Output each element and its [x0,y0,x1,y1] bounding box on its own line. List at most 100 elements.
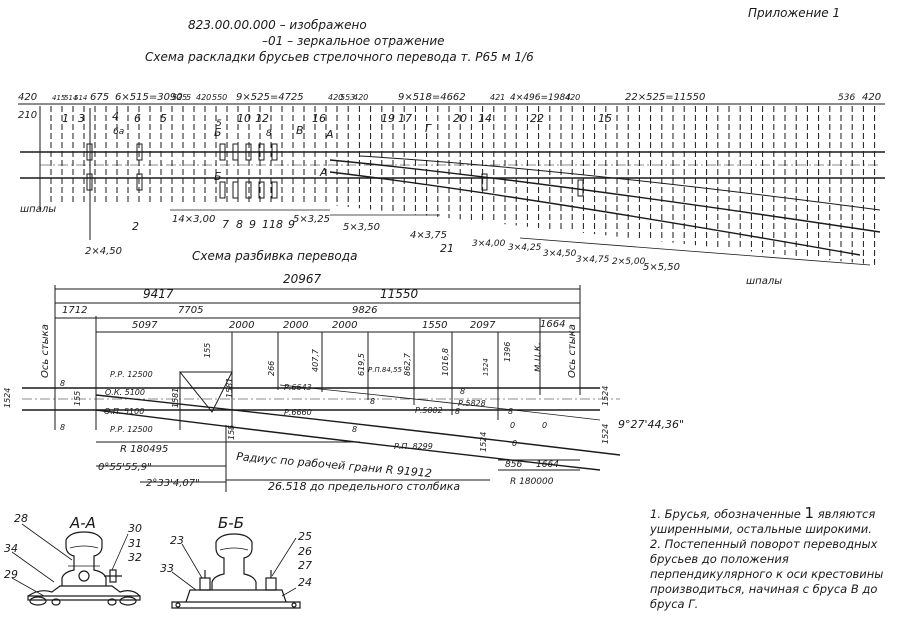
bottom-dimension-labels: шпалы 2×4,50 14×3,00 5×3,25 5×3,50 4×3,7… [20,204,782,287]
dim-top-16: 4×496=1984 [510,93,571,103]
dim-top-0: 420 [18,92,37,103]
note-1-end: являются уширенными, остальные широкими. [650,507,876,536]
dim-7705: 7705 [178,305,203,316]
note-1: 1. Брусья, обозначенные 1 являются ушире… [650,506,885,537]
dim-1550: 1550 [422,320,447,331]
appendix-label: Приложение 1 [748,6,841,20]
part-6a: 6а [113,127,124,137]
breakdown-scheme [22,285,621,492]
dim-top-20: 420 [862,92,881,103]
v-1581a: 1581 [171,388,180,408]
axis-left: Ось стыка [40,324,51,378]
small-8a: 8 [60,379,65,388]
part-12: 12 [255,112,269,125]
part-10: 10 [237,112,251,125]
dim-2000a: 2000 [229,320,254,331]
part-17: 17 [398,112,412,125]
section-aa-title: А-А [69,514,96,532]
r-rr12500a: Р.Р. 12500 [110,370,153,379]
mirror-note: –01 – зеркальное отражение [262,34,445,48]
part-7: 7 [222,218,229,231]
aa-label-28: 28 [14,512,28,525]
notes-block: 1. Брусья, обозначенные 1 являются ушире… [650,506,885,612]
switch-blocks [86,143,584,199]
part-2: 2 [132,220,139,233]
small-8b: 8 [60,423,65,432]
part-g: Г [425,122,432,135]
mck-label: м.ц.к. [532,342,543,372]
r-6643: Р.6643 [284,383,312,392]
bb-label-27: 27 [298,559,312,572]
dim-11550: 11550 [380,287,419,301]
dim-4x375: 4×3,75 [410,230,447,241]
dim-top-11: 420 [328,93,343,102]
part-1: 1 [62,112,69,125]
r-5828: Р.5828 [458,399,486,408]
dim-1664: 1664 [540,319,565,330]
aa-label-31: 31 [128,537,142,550]
bb-label-24: 24 [298,576,312,589]
v-10168: 1016,8 [441,348,450,376]
axis-right: Ось стыка [567,324,578,378]
v-1396: 1396 [503,342,512,362]
layout-plan [18,103,885,266]
dim-top-15: 421 [490,93,505,102]
note-2: 2. Постепенный поворот переводных брусье… [650,537,884,611]
aa-label-29: 29 [4,568,18,581]
angle-2: 2°33'4,07" [146,478,200,489]
r-180000: R 180000 [510,477,554,487]
dim-top-1: 415 [52,94,66,102]
dim-top-4: 675 [90,92,109,103]
radius-work: Радиус по рабочей грани R 91912 [236,450,433,480]
part-9b: 9 [288,218,295,231]
dim-5097: 5097 [132,320,158,331]
dim-top-10: 9×525=4725 [236,92,304,103]
v-155c: 155 [73,391,82,406]
label-b-bottom: Б [214,170,222,183]
v-155b: 155 [227,425,236,440]
note-1-mark: 1 [804,504,815,522]
dim-856: 856 [505,460,522,470]
angle-3: 9°27'44,36" [618,418,684,431]
dim-5x350: 5×3,50 [343,222,380,233]
dim-top-12: 553 [340,93,355,102]
part-20: 20 [453,112,467,125]
angle-1: 0°55'55,9" [98,462,152,473]
part-labels: 1 3 4 6 5 6а 5 10 12 8 16 А А 19 17 Г 20… [62,110,612,255]
bb-label-26: 26 [298,545,312,558]
part-8b: 8 [276,218,283,231]
part-15: 15 [598,112,612,125]
label-v: В [296,124,304,137]
aa-label-32: 32 [128,551,142,564]
part-19: 19 [381,112,395,125]
part-4: 4 [112,110,119,123]
small-8d: 8 [370,397,375,406]
dim-2000b: 2000 [283,320,308,331]
dim-top-6: 525 [172,93,187,102]
v-1524-left: 1524 [3,388,12,408]
dim-14x300: 14×3,00 [172,214,215,225]
section-bb: Б-Б [171,514,301,609]
small-8g: 8 [508,407,513,416]
label-2x450: 2×4,50 [85,246,122,257]
dim-2000c: 2000 [332,320,357,331]
dim-top-17: 420 [565,93,580,102]
dim-3x475: 3×4,75 [576,255,610,265]
dim-first: 210 [18,110,37,121]
v-1524a: 1524 [482,358,490,376]
r-ok5100: О.К. 5100 [105,388,145,397]
dim-2097: 2097 [470,320,496,331]
v-8627: 862,7 [403,352,412,376]
r-6660: Р.6660 [284,408,312,417]
bb-label-33: 33 [160,562,174,575]
dim-top-2: 514 [64,94,77,102]
part-22: 22 [530,112,544,125]
small-0a: 0 [510,421,515,430]
label-shpaly-left: шпалы [20,204,56,215]
dim-top-5: 6×515=3090 [115,92,183,103]
dim-3x425: 3×4,25 [508,243,542,253]
r-rp8299: Р.П. 8299 [394,442,433,451]
part-3: 3 [78,112,85,125]
frog-dim: 26.518 до предельного столбика [268,480,460,493]
dim-top-14: 9×518=4662 [398,92,466,103]
